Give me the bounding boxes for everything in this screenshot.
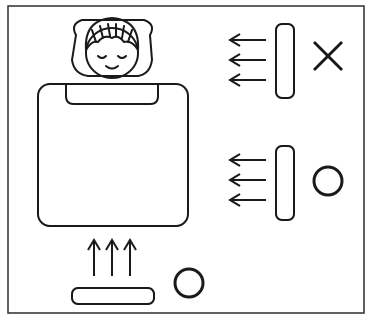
airflow-arrow-icon: [228, 33, 266, 87]
foot-panel: [71, 238, 205, 305]
side-middle-panel: [228, 145, 344, 221]
face: [85, 27, 139, 79]
air-vent-side-top: [275, 23, 295, 99]
blanket-fold: [65, 84, 159, 105]
sleeping-person-icon: [71, 17, 153, 79]
air-vent-foot: [71, 287, 155, 305]
diagram-frame: [7, 5, 365, 314]
side-top-panel: [228, 23, 344, 99]
pillow: [71, 19, 153, 77]
blanket: [37, 83, 189, 227]
circle-mark-icon: [173, 267, 205, 299]
airflow-arrow-icon: [87, 238, 137, 276]
bed: [37, 83, 189, 227]
mouth: [105, 65, 119, 70]
circle-mark-icon: [312, 165, 344, 197]
hair: [84, 17, 140, 51]
hair-strands: [91, 23, 133, 43]
closed-eyes: [97, 55, 127, 59]
cross-mark-icon: [312, 40, 344, 72]
airflow-arrow-icon: [228, 153, 266, 207]
air-vent-side-middle: [275, 145, 295, 221]
